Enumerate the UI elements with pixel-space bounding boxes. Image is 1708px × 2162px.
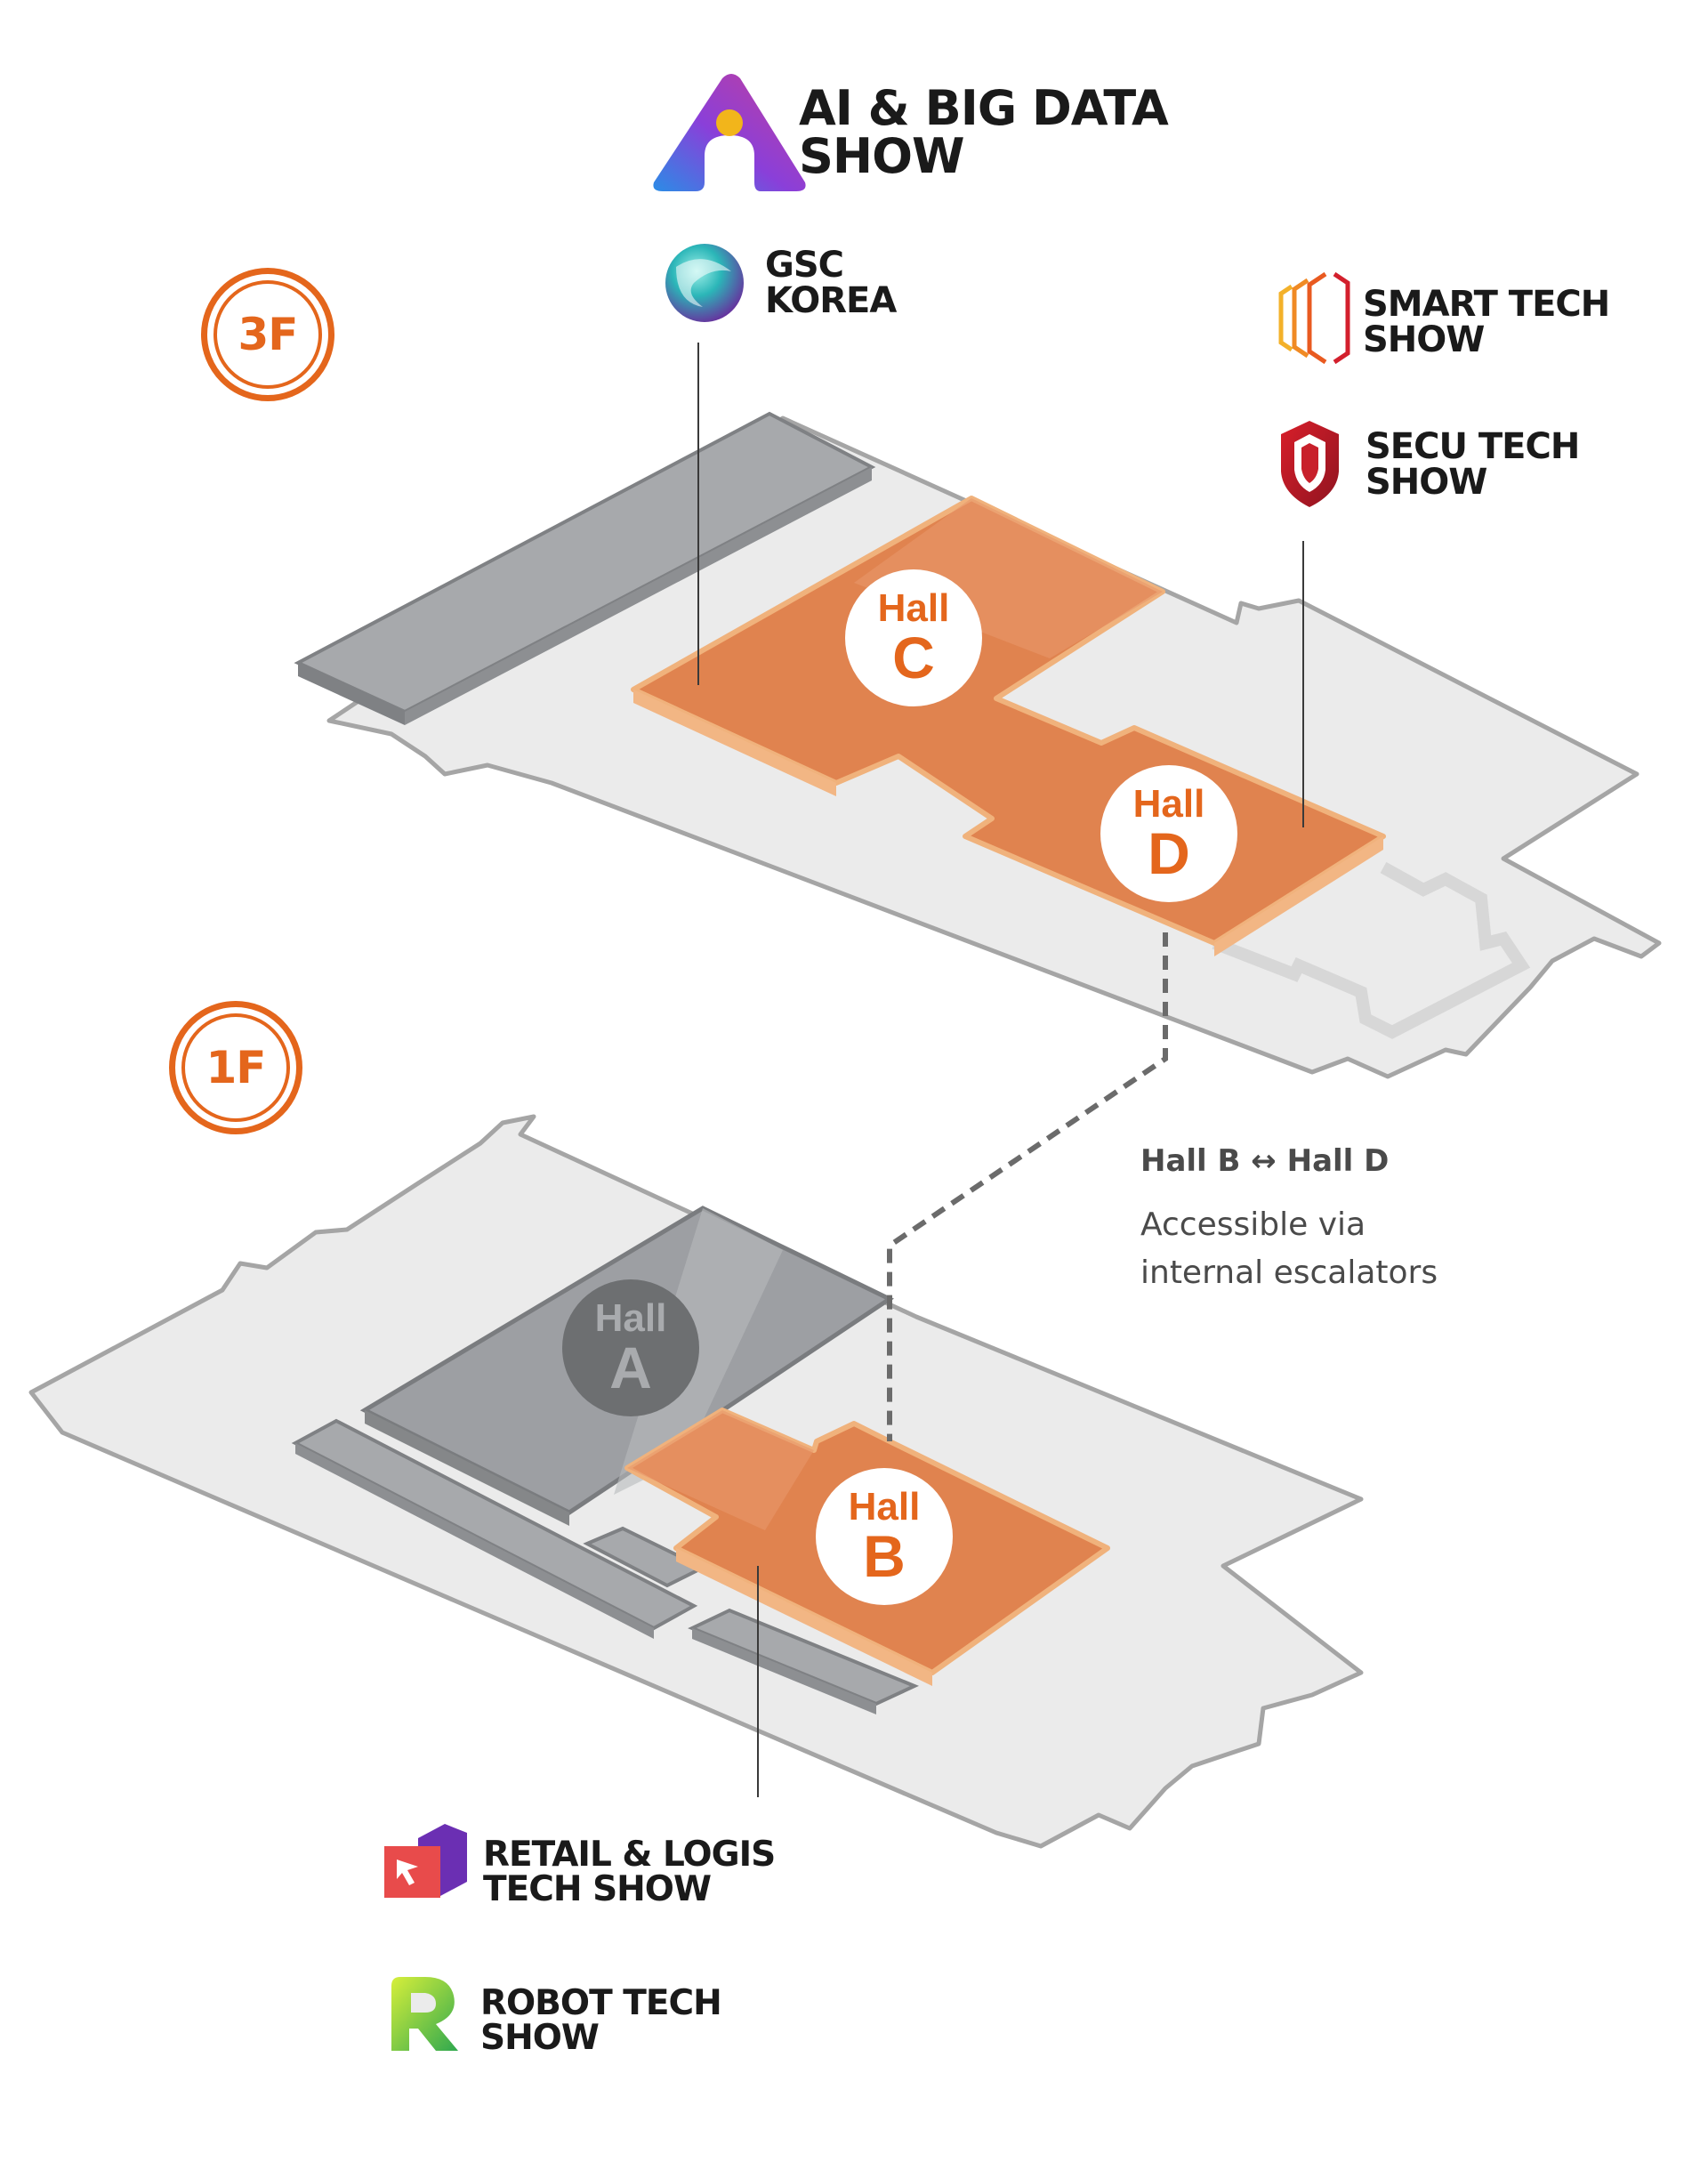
robot-tech-logo-icon (391, 1977, 458, 2051)
hall-b-letter: B (863, 1523, 906, 1589)
connection-description: Accessible via internal escalators (1140, 1201, 1438, 1297)
floor-label-1f: 1F (205, 1042, 267, 1093)
floor-badge-1f: 1F (169, 1001, 302, 1134)
secu-tech-show-title: SECU TECH SHOW (1366, 426, 1580, 503)
secu-tech-logo-icon (1281, 421, 1339, 507)
hall-d-letter: D (1148, 820, 1190, 886)
hall-d-label: Hall D (1100, 765, 1237, 902)
floor-badge-3f: 3F (201, 268, 334, 401)
hall-b-label: Hall B (816, 1468, 953, 1605)
hall-d-word: Hall (1132, 782, 1205, 826)
connection-line-1: Accessible via (1140, 1206, 1366, 1243)
hall-c-label: Hall C (845, 569, 982, 706)
floor-label-3f: 3F (238, 309, 299, 360)
gsc-korea-title: GSC KOREA (765, 245, 897, 321)
gsc-korea-logo-icon (665, 244, 744, 322)
hall-b-word: Hall (848, 1485, 921, 1529)
connection-line-2: internal escalators (1140, 1254, 1438, 1291)
hall-c-word: Hall (877, 586, 950, 630)
1f-gray-bar-bottom (688, 1608, 919, 1706)
ai-big-data-show-title: AI & BIG DATA SHOW (799, 80, 1169, 184)
retail-logis-logo-icon (384, 1824, 467, 1898)
hall-c-letter: C (892, 625, 935, 690)
smart-tech-logo-icon (1278, 271, 1350, 365)
1f-gray-bar-left (291, 1418, 698, 1631)
escalator-connection-line (887, 932, 1168, 1441)
hall-a-letter: A (609, 1335, 652, 1400)
hall-a-word: Hall (594, 1296, 667, 1340)
retail-logis-tech-show-title: RETAIL & LOGIS TECH SHOW (483, 1835, 776, 1909)
floor-3f (294, 411, 1662, 1079)
ai-big-data-logo-icon (653, 74, 806, 191)
robot-tech-show-title: ROBOT TECH SHOW (480, 1983, 722, 2058)
connection-title: Hall B ↔ Hall D (1140, 1143, 1390, 1179)
smart-tech-show-title: SMART TECH SHOW (1363, 284, 1610, 360)
hall-a-label: Hall A (562, 1279, 699, 1416)
